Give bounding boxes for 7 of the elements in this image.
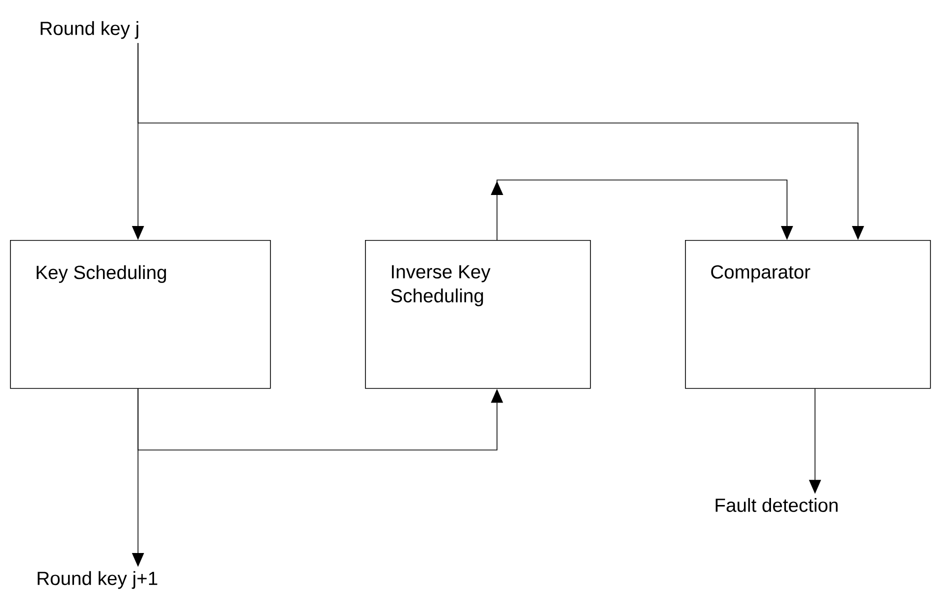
text-label: Fault detection	[716, 498, 838, 512]
text-label: Round key j+1	[38, 571, 158, 589]
process-box: Comparator	[685, 240, 931, 389]
process-box: Inverse Key Scheduling	[365, 240, 591, 389]
text-label: Round key j	[40, 21, 138, 39]
process-box: Key Scheduling	[10, 240, 271, 389]
arrow	[490, 180, 794, 240]
